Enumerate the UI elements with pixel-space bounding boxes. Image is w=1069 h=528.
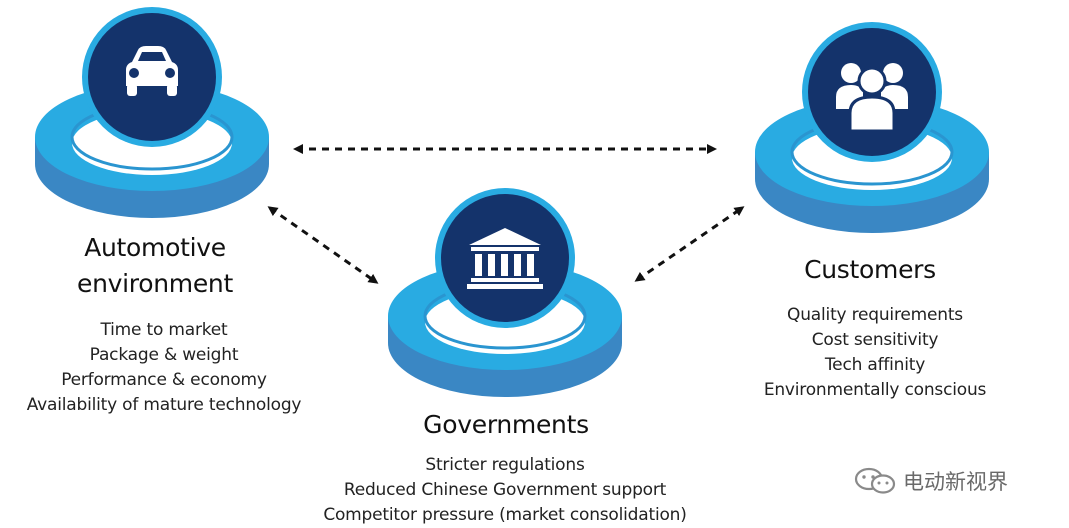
list-item: Stricter regulations (425, 455, 585, 475)
arrow-automotive-governments (267, 206, 379, 284)
node-automotive (30, 6, 280, 221)
list-item: Quality requirements (787, 305, 963, 325)
list-item: Cost sensitivity (811, 330, 939, 350)
list-item: Availability of mature technology (26, 395, 302, 415)
node-governments-title-text: Governments (423, 410, 589, 439)
list-item: Environmentally conscious (763, 380, 987, 400)
node-automotive-list: Time to market Package & weight Performa… (14, 318, 314, 418)
node-automotive-title: Automotive environment (40, 230, 270, 302)
government-building-icon (467, 228, 543, 289)
list-item: Performance & economy (61, 370, 267, 390)
people-group-icon (836, 63, 908, 133)
node-automotive-title-line2: environment (77, 269, 233, 298)
car-icon (126, 46, 178, 96)
node-customers-title: Customers (755, 252, 985, 288)
node-governments-title: Governments (388, 407, 624, 443)
list-item: Competitor pressure (market consolidatio… (323, 505, 687, 525)
wechat-icon (854, 467, 896, 494)
list-item: Reduced Chinese Government support (343, 480, 667, 500)
node-customers-list: Quality requirements Cost sensitivity Te… (735, 303, 1015, 403)
watermark: 电动新视界 (853, 466, 1008, 496)
watermark-text: 电动新视界 (903, 470, 1008, 494)
list-item: Tech affinity (824, 355, 926, 375)
node-customers-title-text: Customers (804, 255, 936, 284)
list-item: Time to market (100, 320, 228, 340)
arrow-governments-customers (634, 206, 745, 282)
node-governments (383, 188, 633, 403)
node-automotive-title-line1: Automotive (84, 233, 226, 262)
list-item: Package & weight (89, 345, 239, 365)
node-governments-list: Stricter regulations Reduced Chinese Gov… (305, 453, 705, 528)
node-customers (750, 11, 1000, 236)
